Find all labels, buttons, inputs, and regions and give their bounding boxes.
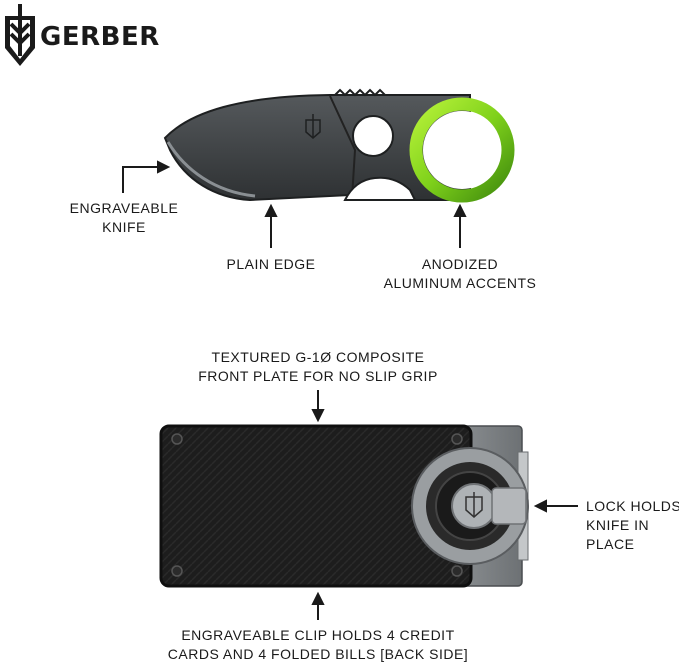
knife-hole	[352, 115, 394, 157]
label-plain-edge: PLAIN EDGE	[226, 256, 316, 272]
callout-arrows-upper	[122, 160, 467, 248]
gerber-shield-icon	[5, 4, 35, 66]
callout-arrows-lower	[311, 390, 578, 620]
label-engraveable-knife: ENGRAVEABLE KNIFE	[69, 200, 179, 235]
brand-logo: GERBER	[0, 0, 200, 72]
label-clip: ENGRAVEABLE CLIP HOLDS 4 CREDIT CARDS AN…	[167, 627, 469, 662]
blade-logo-icon	[305, 114, 321, 139]
lock-logo-icon	[465, 492, 483, 518]
anodized-ring	[409, 97, 515, 203]
label-front-plate: TEXTURED G-1Ø COMPOSITE FRONT PLATE FOR …	[198, 349, 438, 384]
wallet	[159, 424, 529, 588]
brand-name: GERBER	[40, 22, 160, 52]
label-anodized: ANODIZED ALUMINUM ACCENTS	[383, 256, 537, 291]
label-lock: LOCK HOLDS KNIFE IN PLACE	[586, 498, 679, 552]
knife	[163, 88, 515, 203]
